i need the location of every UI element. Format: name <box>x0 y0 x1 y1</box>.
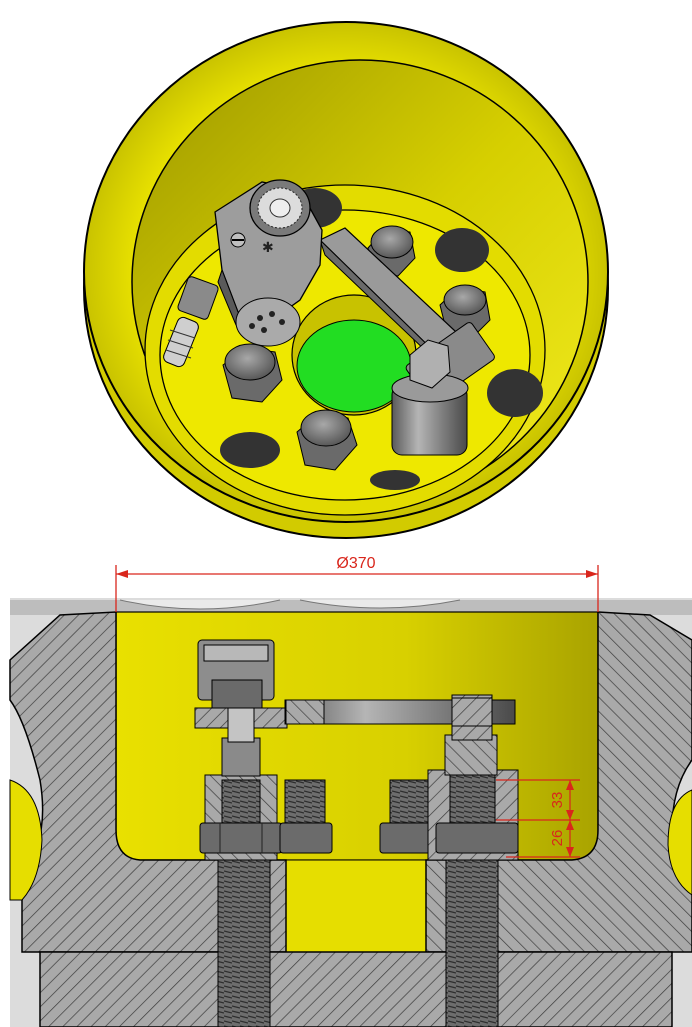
bolt-hole-plate <box>220 432 280 468</box>
hydraulic-wrench: ✱ <box>214 179 323 347</box>
left-stud-assembly <box>194 639 288 1027</box>
middle-stud-right <box>379 779 433 854</box>
bolt-hole-plate <box>370 470 420 490</box>
cylinder-end <box>235 297 301 347</box>
upper-height-label: 33 <box>549 792 566 809</box>
reaction-arm-section <box>284 697 516 727</box>
middle-stud-left <box>279 779 333 854</box>
diameter-dimension-label: Ø370 <box>336 555 375 572</box>
diameter-dimension: Ø370 <box>115 555 599 612</box>
right-stud-assembly <box>427 694 519 1027</box>
base-plate-section <box>39 951 673 1027</box>
hose-coupling <box>163 276 219 368</box>
bolt-hole-plate <box>487 369 543 417</box>
center-bore <box>285 859 427 953</box>
reaction-arm <box>318 227 495 456</box>
section-view: Ø370 33 26 <box>9 555 692 1027</box>
top-view: ✱ <box>83 21 609 539</box>
stud-nut <box>296 409 358 471</box>
section-cavity <box>115 611 599 861</box>
height-dimensions: 33 26 <box>496 779 580 858</box>
lower-height-label: 26 <box>549 830 566 847</box>
svg-text:✱: ✱ <box>262 240 274 256</box>
stud-nut <box>439 284 491 339</box>
stud-nut <box>222 343 283 403</box>
bolt-hole-plate <box>435 228 489 272</box>
